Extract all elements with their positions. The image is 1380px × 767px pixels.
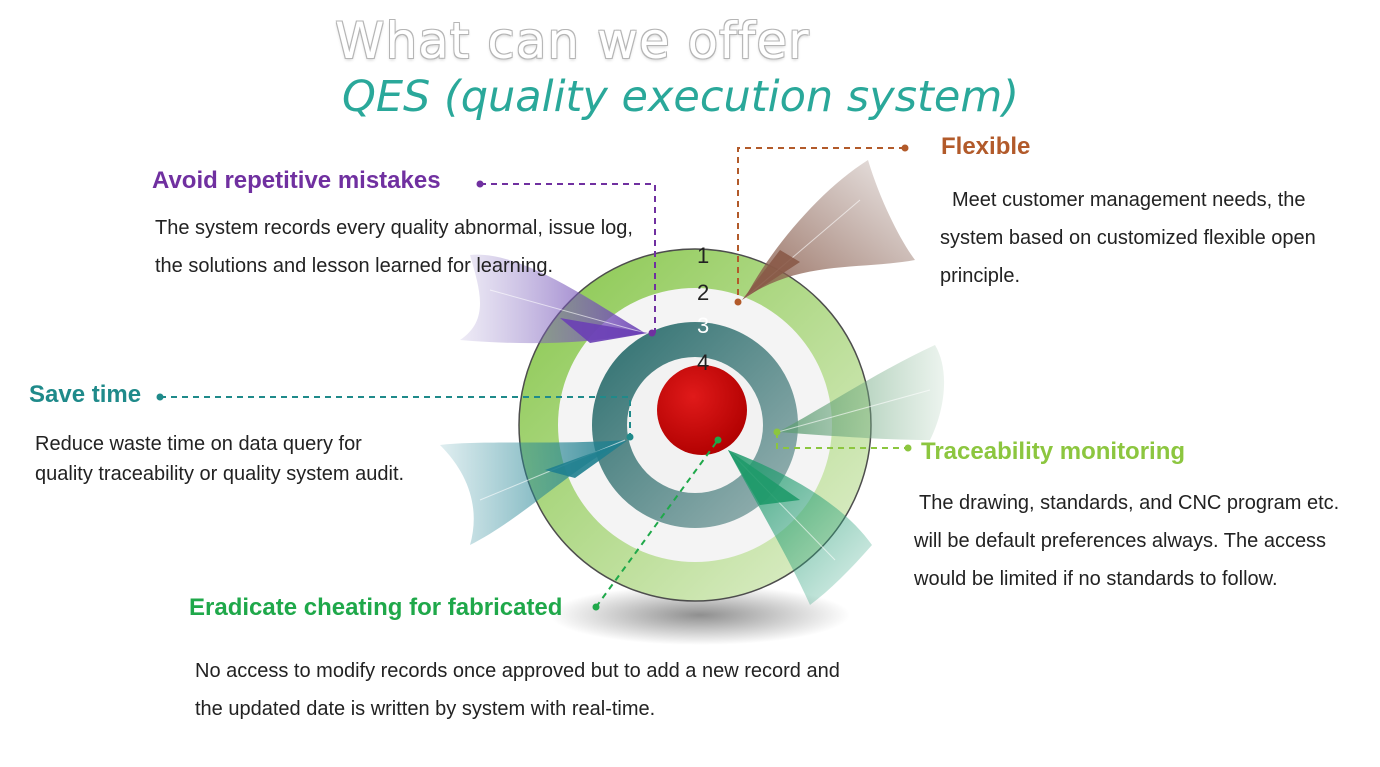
heading-traceability-monitoring: Traceability monitoring (921, 438, 1186, 465)
desc-traceability-monitoring: The drawing, standards, and CNC program … (914, 492, 1340, 590)
ring-number-1: 1 (697, 243, 709, 268)
desc-eradicate-cheating: No access to modify records once approve… (195, 660, 840, 720)
leader-save-time (160, 396, 631, 437)
leader-flexible (737, 147, 905, 302)
dart-purple (460, 254, 648, 344)
dart-brown (742, 160, 915, 300)
heading-flexible: Flexible (941, 133, 1031, 160)
target-bullseye (657, 365, 747, 455)
ring-number-4: 4 (697, 350, 709, 375)
leader-eradicate (595, 439, 719, 608)
desc-avoid-repetitive-mistakes: The system records every quality abnorma… (155, 217, 633, 277)
desc-save-time: Reduce waste time on data query for qual… (35, 433, 405, 485)
page-title: What can we offer (335, 12, 810, 70)
dart-green (728, 450, 872, 605)
ring-number-2: 2 (697, 280, 709, 305)
heading-save-time: Save time (29, 381, 142, 408)
page-subtitle: QES (quality execution system) (342, 72, 1020, 122)
heading-avoid-repetitive-mistakes: Avoid repetitive mistakes (152, 167, 441, 194)
ring-number-3: 3 (697, 313, 709, 338)
dart-sage (777, 345, 945, 440)
leader-traceability (776, 432, 908, 449)
leader-avoid (480, 183, 656, 333)
dart-teal (440, 439, 628, 545)
desc-flexible: Meet customer management needs, the syst… (940, 189, 1316, 287)
heading-eradicate-cheating: Eradicate cheating for fabricated (189, 594, 563, 621)
target-shadow (550, 585, 850, 645)
